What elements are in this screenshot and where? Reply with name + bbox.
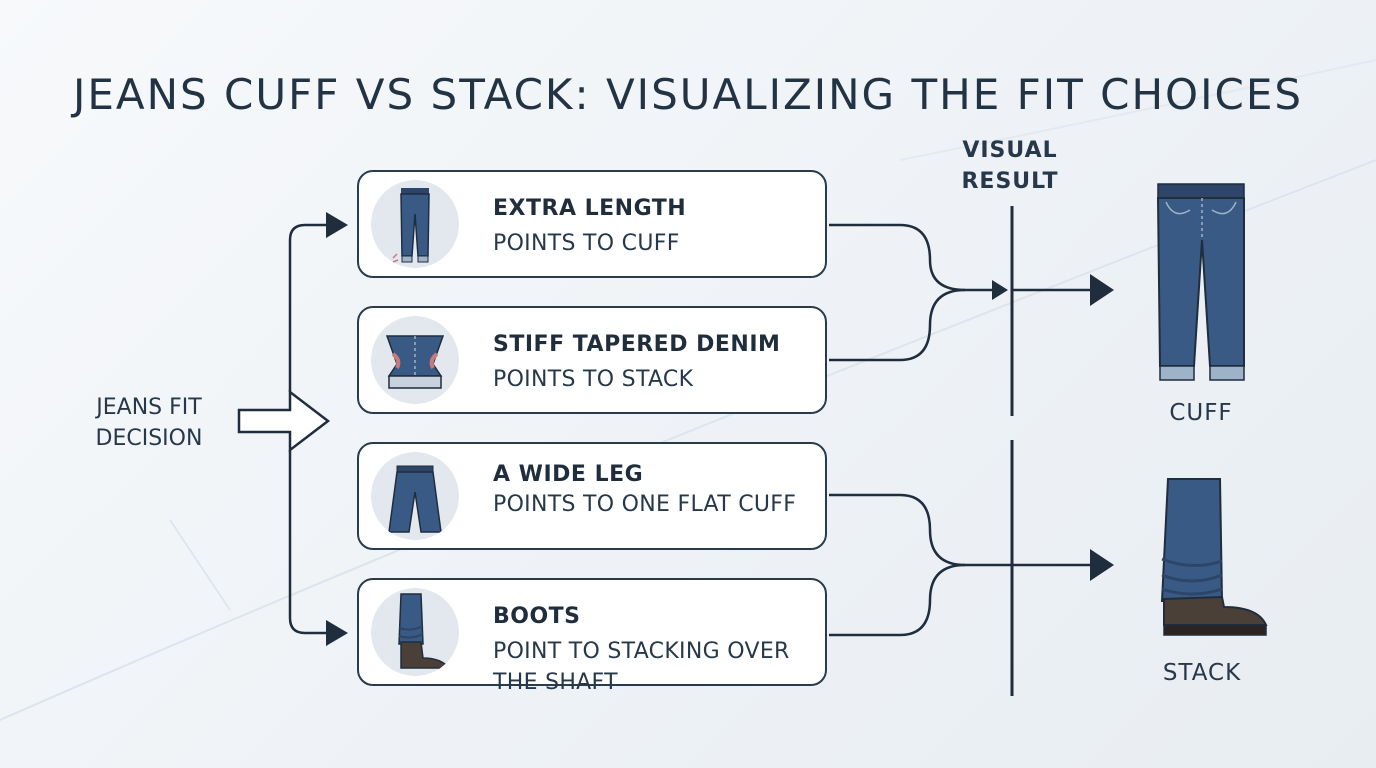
arrowhead-stack <box>1090 549 1114 581</box>
trunk-line <box>288 223 328 392</box>
connector-card-2 <box>829 288 966 362</box>
card-title: A WIDE LEG <box>493 462 644 487</box>
card-subtitle: POINTS TO CUFF <box>493 231 680 256</box>
card-extra-length: EXTRA LENGTH POINTS TO CUFF <box>357 170 827 278</box>
card-boots: BOOTS POINT TO STACKING OVER THE SHAFT <box>357 578 827 695</box>
trunk-line-lower <box>288 450 328 635</box>
card-title: BOOTS <box>493 604 581 629</box>
result-label-stack: STACK <box>1162 660 1242 686</box>
visual-result-label: VISUAL RESULT <box>961 138 1059 194</box>
page-title: JEANS CUFF VS STACK: VISUALIZING THE FIT… <box>72 70 1304 120</box>
arrowhead-cuff <box>1090 274 1114 306</box>
stacked-jeans-boot-icon <box>1140 475 1280 654</box>
tapered-denim-icon <box>371 316 459 404</box>
wide-leg-jeans-icon <box>371 452 459 540</box>
arrowhead-card-1 <box>326 212 348 238</box>
arrowhead-card-4 <box>326 620 348 646</box>
decision-label: JEANS FIT DECISION <box>95 395 203 451</box>
card-subtitle: POINTS TO STACK <box>493 367 694 392</box>
cuffed-jeans-icon <box>371 180 459 268</box>
card-subtitle: POINTS TO ONE FLAT CUFF <box>493 492 797 517</box>
cuffed-jeans-result-icon <box>1140 180 1260 394</box>
card-title: EXTRA LENGTH <box>493 196 687 221</box>
card-subtitle: POINT TO STACKING OVER THE SHAFT <box>493 639 790 695</box>
card-title: STIFF TAPERED DENIM <box>493 332 781 357</box>
connector-card-3 <box>829 493 1010 567</box>
arrowhead-merge-top <box>992 280 1008 300</box>
card-wide-leg: A WIDE LEG POINTS TO ONE FLAT CUFF <box>357 442 827 550</box>
connector-card-4 <box>829 563 966 637</box>
decision-arrow <box>237 389 331 453</box>
card-stiff-tapered-denim: STIFF TAPERED DENIM POINTS TO STACK <box>357 306 827 414</box>
connector-card-1 <box>829 223 1000 292</box>
result-label-cuff: CUFF <box>1169 400 1233 426</box>
boot-icon <box>371 588 459 676</box>
